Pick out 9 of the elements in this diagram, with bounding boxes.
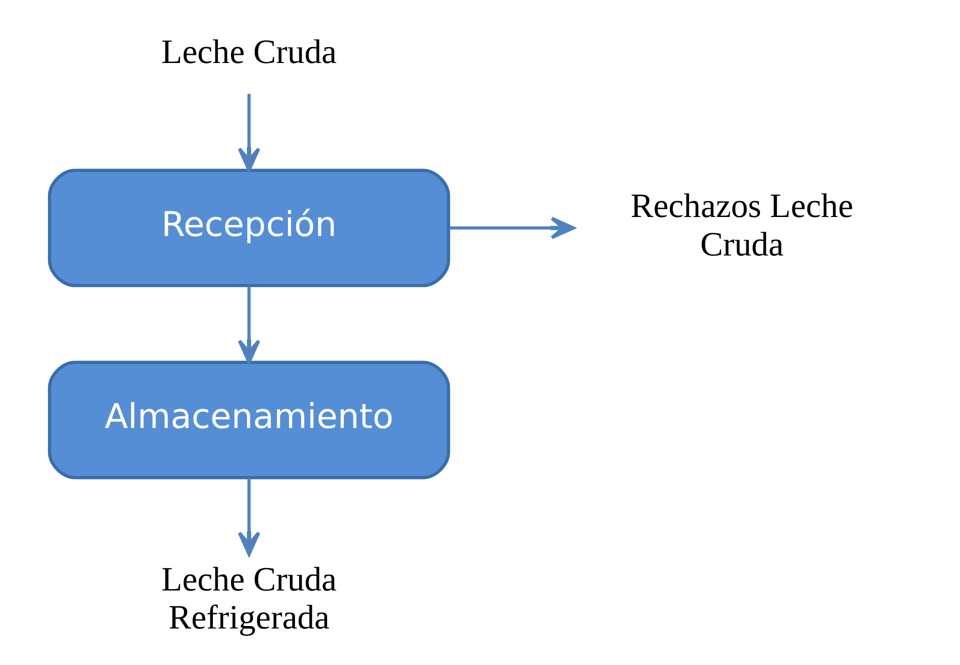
arrow xyxy=(238,478,260,556)
arrow xyxy=(238,94,260,172)
arrow xyxy=(449,216,575,240)
node-box: Almacenamiento xyxy=(48,360,450,480)
node-text: Rechazos Leche Cruda xyxy=(630,188,854,264)
arrow xyxy=(238,286,260,364)
node-text: Leche Cruda Refrigerada xyxy=(161,561,337,637)
node-box: Recepción xyxy=(48,168,450,288)
node-text: Leche Cruda xyxy=(161,34,337,72)
